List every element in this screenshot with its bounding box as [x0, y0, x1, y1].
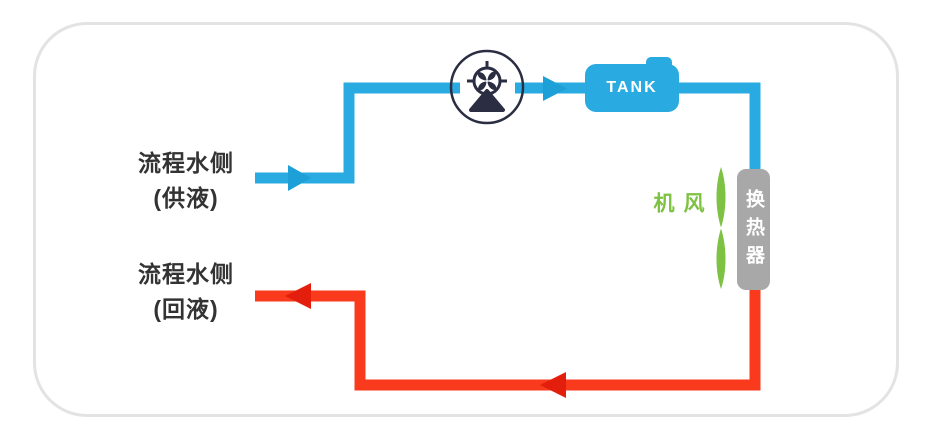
fan-blades-icon	[716, 167, 726, 289]
supply-flow-arrow-icon	[543, 76, 567, 101]
pump-icon	[449, 49, 525, 125]
supply-pipe-tank-to-exchanger	[677, 82, 761, 176]
return-label-line1: 流程水侧	[138, 261, 234, 287]
return-flow-arrow-icon	[285, 283, 311, 309]
tank-body	[585, 64, 679, 112]
return-label: 流程水侧 (回液)	[112, 257, 260, 327]
tank	[585, 57, 679, 112]
supply-flow-arrow-icon	[288, 165, 311, 191]
supply-pipe	[255, 82, 460, 184]
supply-label: 流程水侧 (供液)	[112, 146, 260, 216]
supply-label-line2: (供液)	[153, 185, 219, 211]
return-pipe	[255, 284, 761, 391]
return-label-line2: (回液)	[153, 296, 219, 322]
supply-label-line1: 流程水侧	[138, 150, 234, 176]
tank-label: TANK	[606, 79, 658, 96]
return-flow-arrow-icon	[540, 372, 566, 398]
heat-exchanger-label: 换热器	[743, 189, 764, 273]
fan-label: 风机	[651, 192, 704, 238]
heat-exchanger-body	[737, 169, 770, 290]
